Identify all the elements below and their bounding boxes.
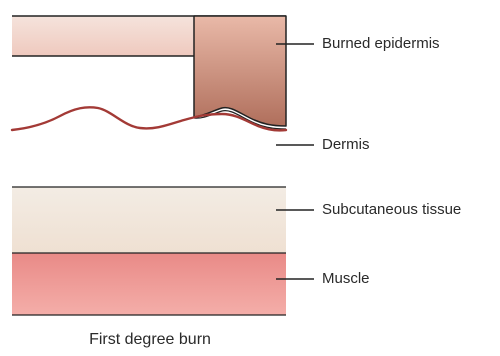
label-dermis: Dermis <box>322 136 370 154</box>
epidermis-layer <box>12 16 194 56</box>
label-subcutaneous-tissue: Subcutaneous tissue <box>322 201 461 219</box>
diagram-caption: First degree burn <box>0 330 300 350</box>
burned-epidermis-block <box>194 16 286 126</box>
label-burned-epidermis: Burned epidermis <box>322 35 440 53</box>
subcutaneous-layer <box>12 187 286 253</box>
muscle-layer <box>12 253 286 315</box>
label-muscle: Muscle <box>322 270 370 288</box>
